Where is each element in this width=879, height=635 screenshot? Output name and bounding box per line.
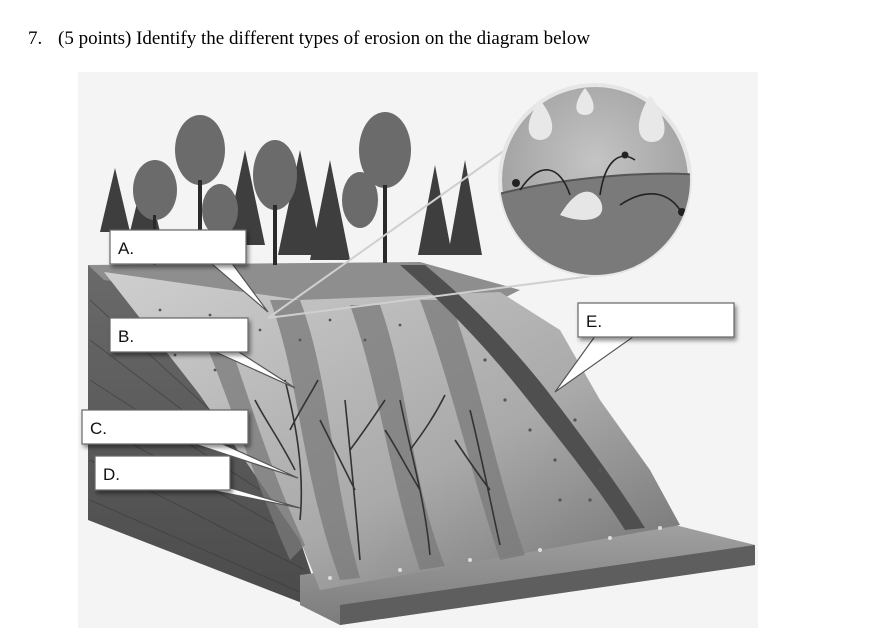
label-a-text: A. [118, 239, 134, 258]
question-number: 7. [28, 28, 43, 49]
forest [100, 112, 482, 265]
raindrop-icon [528, 100, 553, 140]
stream-channel [400, 265, 645, 530]
label-box-b[interactable]: B. [109, 317, 296, 389]
floor-front-edge [340, 545, 755, 625]
label-b-text: B. [118, 327, 134, 346]
label-box-c[interactable]: C. [81, 409, 299, 479]
question-text: (5 points) Identify the different types … [58, 28, 591, 49]
label-c-text: C. [90, 419, 107, 438]
raindrop-icon [638, 95, 665, 142]
label-box-a[interactable]: A. [109, 229, 269, 313]
label-e-text: E. [586, 312, 602, 331]
raindrop-icon [576, 88, 594, 115]
inset-pointer-lines [267, 149, 601, 319]
rills [254, 379, 501, 561]
floor-pebbles [328, 526, 662, 580]
label-box-d[interactable]: D. [94, 455, 301, 509]
question-prompt: 7. (5 points) Identify the different type… [28, 28, 590, 50]
label-box-e[interactable]: E. [554, 302, 735, 393]
label-d-text: D. [103, 465, 120, 484]
gully-shadows [200, 300, 525, 580]
